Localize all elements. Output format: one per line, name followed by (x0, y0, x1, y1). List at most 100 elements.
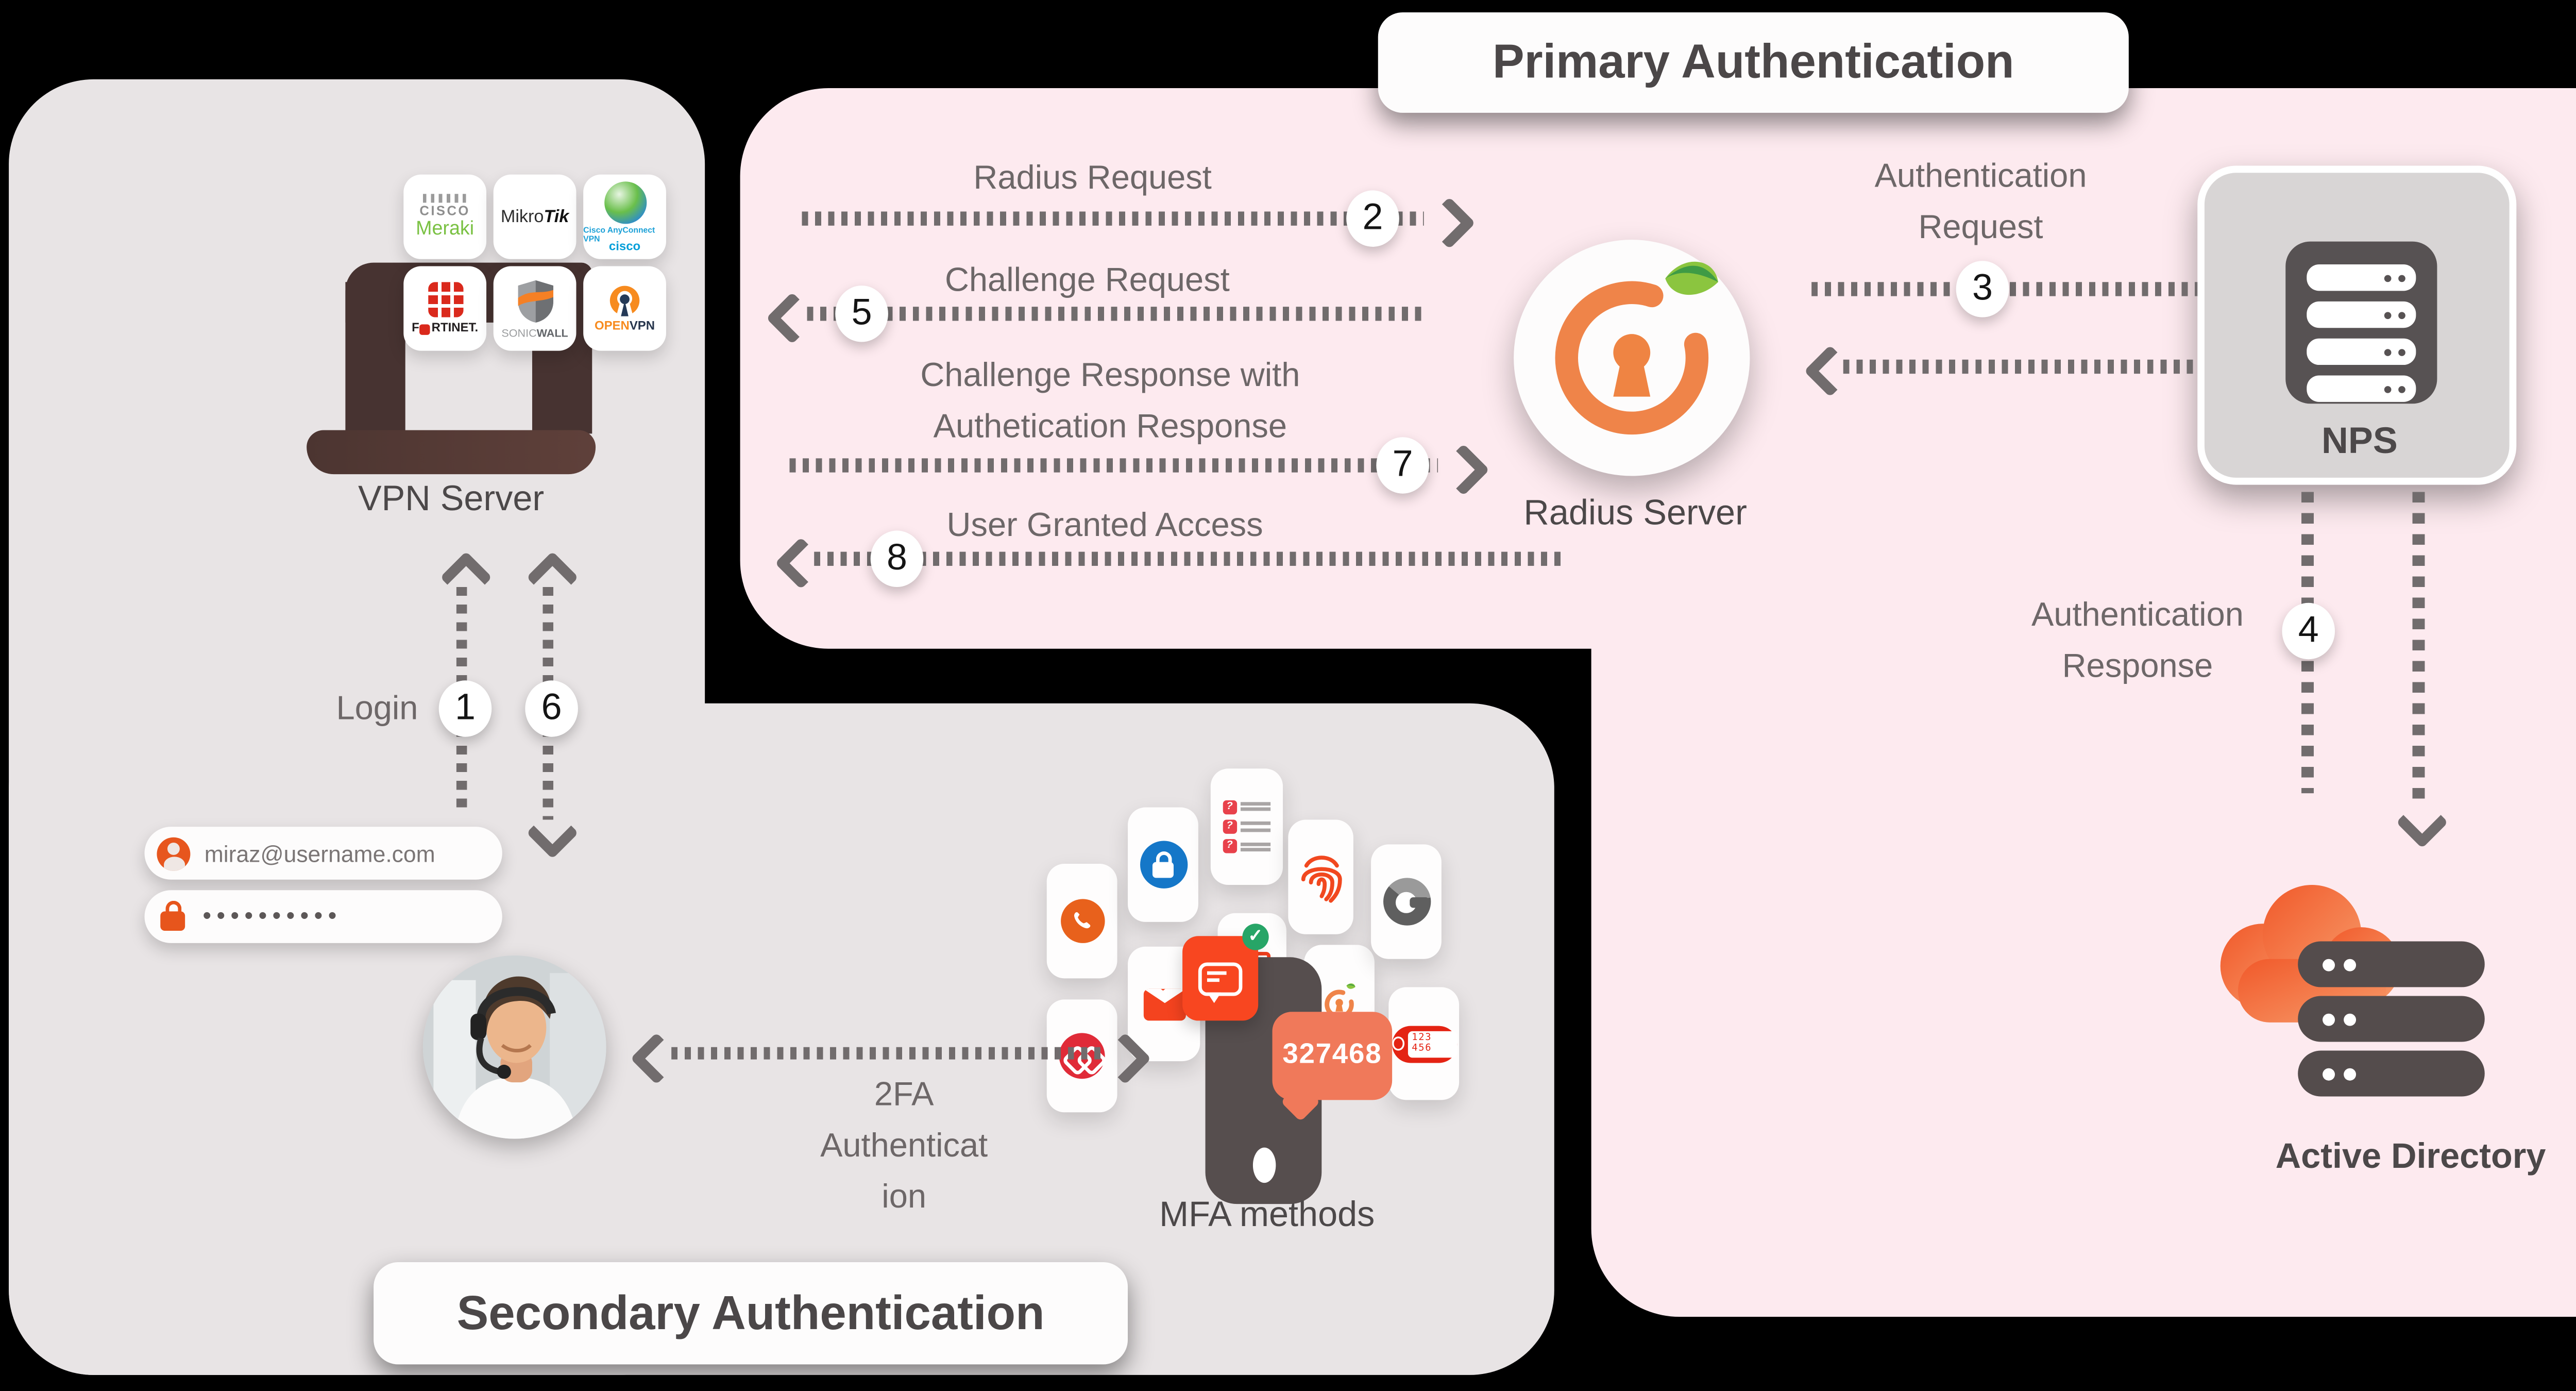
vendor-tile-cisco-anyconnect: Cisco AnyConnect VPN cisco (583, 174, 666, 259)
auth-response-label-line2: Response (2062, 648, 2213, 686)
email-value: miraz@username.com (204, 840, 435, 867)
phone-call-icon (1060, 899, 1104, 943)
2fa-arrow-line (671, 1047, 1105, 1060)
step-3-badge: 3 (1956, 261, 2009, 317)
meraki-name: Meraki (416, 219, 474, 240)
step-8-badge: 8 (870, 530, 924, 587)
openvpn-part2: VPN (629, 321, 655, 333)
challenge-response-label-line1: Challenge Response with (920, 358, 1300, 395)
meraki-brand: CISCO (419, 203, 470, 219)
fortinet-rest: RTINET. (431, 322, 479, 335)
anyconnect-sphere-icon (603, 181, 646, 224)
step-5-badge: 5 (835, 286, 888, 342)
auth-response-label-line1: Authentication (2031, 597, 2244, 635)
radius-request-line (802, 211, 1424, 226)
nps-server-bar (2307, 301, 2416, 328)
mfa-card-password-lock (1128, 807, 1198, 922)
mfa-card-fingerprint (1288, 819, 1353, 934)
user-granted-access-line (814, 551, 1562, 566)
otp-code: 327468 (1282, 1040, 1382, 1070)
mikrotik-part1: Mikro (500, 207, 544, 227)
vendor-tile-fortinet: F RTINET. (403, 266, 487, 351)
lock-icon (160, 900, 185, 931)
radius-server-icon (1514, 240, 1750, 476)
ad-request-line (2412, 492, 2425, 802)
fortinet-name: F RTINET. (412, 323, 478, 335)
radius-request-label: Radius Request (973, 160, 1212, 198)
2fa-label-line3: ion (882, 1179, 927, 1217)
vendor-tile-cisco-meraki: CISCO Meraki (403, 174, 487, 259)
user-icon (157, 836, 191, 870)
vpn-server-label: VPN Server (358, 480, 545, 519)
primary-title-text: Primary Authentication (1492, 35, 2014, 89)
mfa-card-google-authenticator (1371, 844, 1442, 959)
google-authenticator-icon (1382, 878, 1430, 926)
email-icon (1143, 988, 1185, 1020)
home-button (1252, 1147, 1276, 1183)
step-4-badge: 4 (2282, 602, 2335, 660)
security-question-row: ? (1222, 840, 1271, 854)
challenge-response-label-line2: Authetication Response (933, 409, 1287, 446)
openvpn-keyhole-icon (604, 284, 645, 319)
active-directory-label: Active Directory (2275, 1137, 2546, 1177)
auth-request-label-line2: Request (1918, 210, 2043, 247)
password-field: •••••••••• (144, 890, 502, 943)
2fa-label-line2: Authenticat (820, 1128, 988, 1165)
step-2-badge: 2 (1346, 190, 1399, 247)
2fa-label-line1: 2FA (874, 1077, 934, 1114)
anyconnect-brand: cisco (608, 241, 641, 254)
nps-label: NPS (2321, 421, 2398, 462)
step-7-badge: 7 (1376, 437, 1429, 494)
secondary-authentication-title: Secondary Authentication (374, 1262, 1128, 1365)
mikrotik-part2: Tik (544, 207, 569, 227)
fingerprint-icon (1300, 854, 1342, 902)
otp-code-bubble: 327468 (1272, 1012, 1393, 1100)
sms-message-icon (1182, 936, 1259, 1021)
login-label: Login (336, 691, 418, 728)
user-granted-access-label: User Granted Access (946, 508, 1263, 545)
sonicwall-shield-icon (517, 279, 553, 322)
hardware-token-icon: 123 456 (1391, 1025, 1456, 1062)
laptop-icon-left-leg (345, 282, 405, 434)
email-field: miraz@username.com (144, 827, 502, 880)
primary-authentication-title: Primary Authentication (1378, 12, 2129, 113)
sonicwall-part2: WALL (536, 327, 568, 340)
challenge-request-line (807, 307, 1428, 321)
step-6-badge: 6 (525, 680, 578, 737)
active-directory-server-bar (2298, 1050, 2485, 1097)
nps-server-bar (2307, 338, 2416, 365)
blue-lock-icon (1139, 841, 1187, 889)
auth-request-label-line1: Authentication (1874, 158, 2087, 196)
fortinet-grid-icon (427, 282, 463, 317)
nps-server-bar (2307, 264, 2416, 291)
security-question-row: ? (1222, 819, 1271, 834)
check-icon: ✓ (1242, 924, 1269, 950)
challenge-request-label: Challenge Request (944, 262, 1230, 300)
mfa-methods-label: MFA methods (1159, 1196, 1375, 1235)
step-1-badge: 1 (438, 680, 492, 737)
nps-return-line (1843, 359, 2196, 374)
anyconnect-title: Cisco AnyConnect VPN (583, 225, 655, 244)
laptop-icon-base (307, 430, 596, 475)
fortinet-o-icon (420, 323, 431, 334)
sonicwall-part1: SONIC (501, 327, 537, 340)
active-directory-server-bar (2298, 996, 2485, 1042)
mfa-card-security-questions: ? ? ? (1210, 768, 1283, 885)
cisco-bars-glyph (422, 194, 468, 203)
password-masked-value: •••••••••• (202, 900, 342, 928)
mfa-card-phone-call (1046, 863, 1117, 979)
active-directory-server-bar (2298, 941, 2485, 987)
openvpn-part1: OPEN (594, 321, 630, 333)
user-avatar (422, 955, 606, 1139)
fortinet-f: F (412, 322, 419, 335)
token-code: 123 456 (1407, 1030, 1456, 1057)
challenge-response-line (789, 458, 1438, 473)
radius-server-label: Radius Server (1523, 494, 1747, 533)
user-photo-illustration (422, 955, 606, 1139)
